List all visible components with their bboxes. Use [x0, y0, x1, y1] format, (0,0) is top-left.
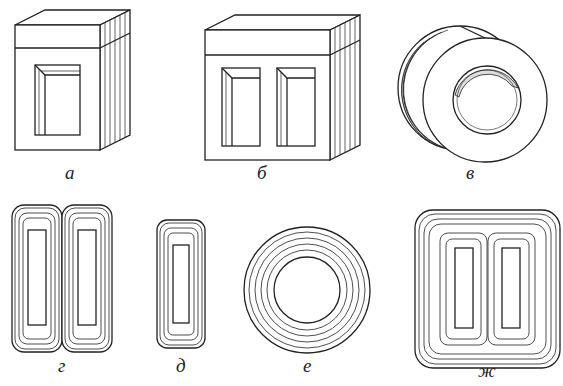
core-g — [415, 210, 560, 368]
figure-letter: д — [176, 356, 186, 375]
core-f — [244, 227, 370, 353]
figure-letter: г — [58, 356, 65, 375]
figure-letter: б — [257, 163, 267, 182]
core-c — [398, 26, 547, 162]
core-a — [15, 10, 130, 150]
figure-letter: в — [466, 163, 474, 182]
figure-letter: ж — [478, 361, 496, 380]
core-b — [205, 15, 360, 160]
figure-letter: е — [303, 356, 311, 375]
figure-letter: а — [65, 163, 75, 182]
core-d — [12, 205, 112, 352]
core-e — [157, 220, 205, 348]
